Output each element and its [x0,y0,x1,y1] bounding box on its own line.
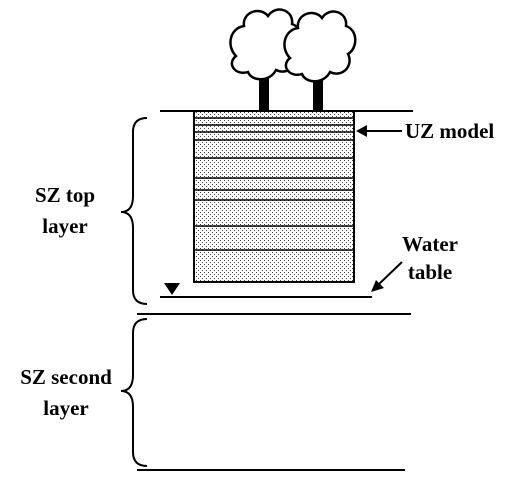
uz-model-label: UZ model [405,119,495,143]
arrow-icon [356,125,402,137]
curly-brace-icon [120,117,148,305]
sz-second-layer-label-line2: layer [43,396,89,420]
sz-second-layer-label-line1: SZ second [20,365,112,389]
sz-top-layer-label-line2: layer [42,214,88,238]
uz-model-column [193,110,355,283]
curly-brace-icon [120,318,148,467]
sz-top-layer-label-line1: SZ top [34,183,96,207]
water-table-label-line1: Water [402,232,458,256]
tree-icon [283,10,357,111]
water-table-marker-icon [164,283,180,295]
water-table-label-line2: table [407,260,453,284]
arrow-icon [371,261,403,292]
